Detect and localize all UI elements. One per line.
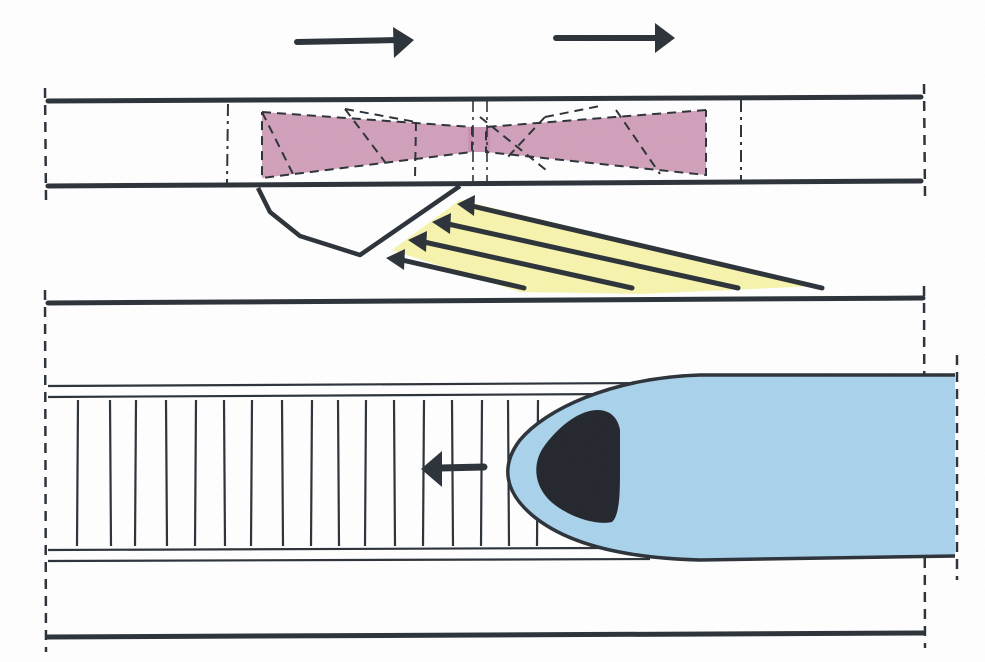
upper-wall (43, 83, 927, 201)
track-sleeper (392, 399, 397, 547)
direction-arrow-right (553, 23, 675, 53)
track-sleeper (75, 399, 80, 547)
track-sleeper (450, 399, 455, 547)
track-sleeper (249, 399, 254, 547)
track-sleeper (193, 399, 198, 547)
track-sleeper (421, 399, 426, 547)
track-sleeper (280, 399, 285, 547)
direction-arrow-left (294, 27, 414, 58)
track-sleeper (336, 399, 341, 547)
track-sleepers (75, 399, 540, 547)
track-sleeper (309, 399, 314, 547)
train (506, 355, 959, 580)
door-panel-right (486, 110, 706, 175)
track-sleeper (108, 399, 113, 547)
track-sleeper (479, 399, 484, 547)
track-sleeper (222, 399, 227, 547)
door-panel-left (262, 112, 472, 178)
track-sleeper (133, 399, 138, 547)
track-sleeper (363, 399, 368, 547)
track-sleeper (164, 399, 169, 547)
